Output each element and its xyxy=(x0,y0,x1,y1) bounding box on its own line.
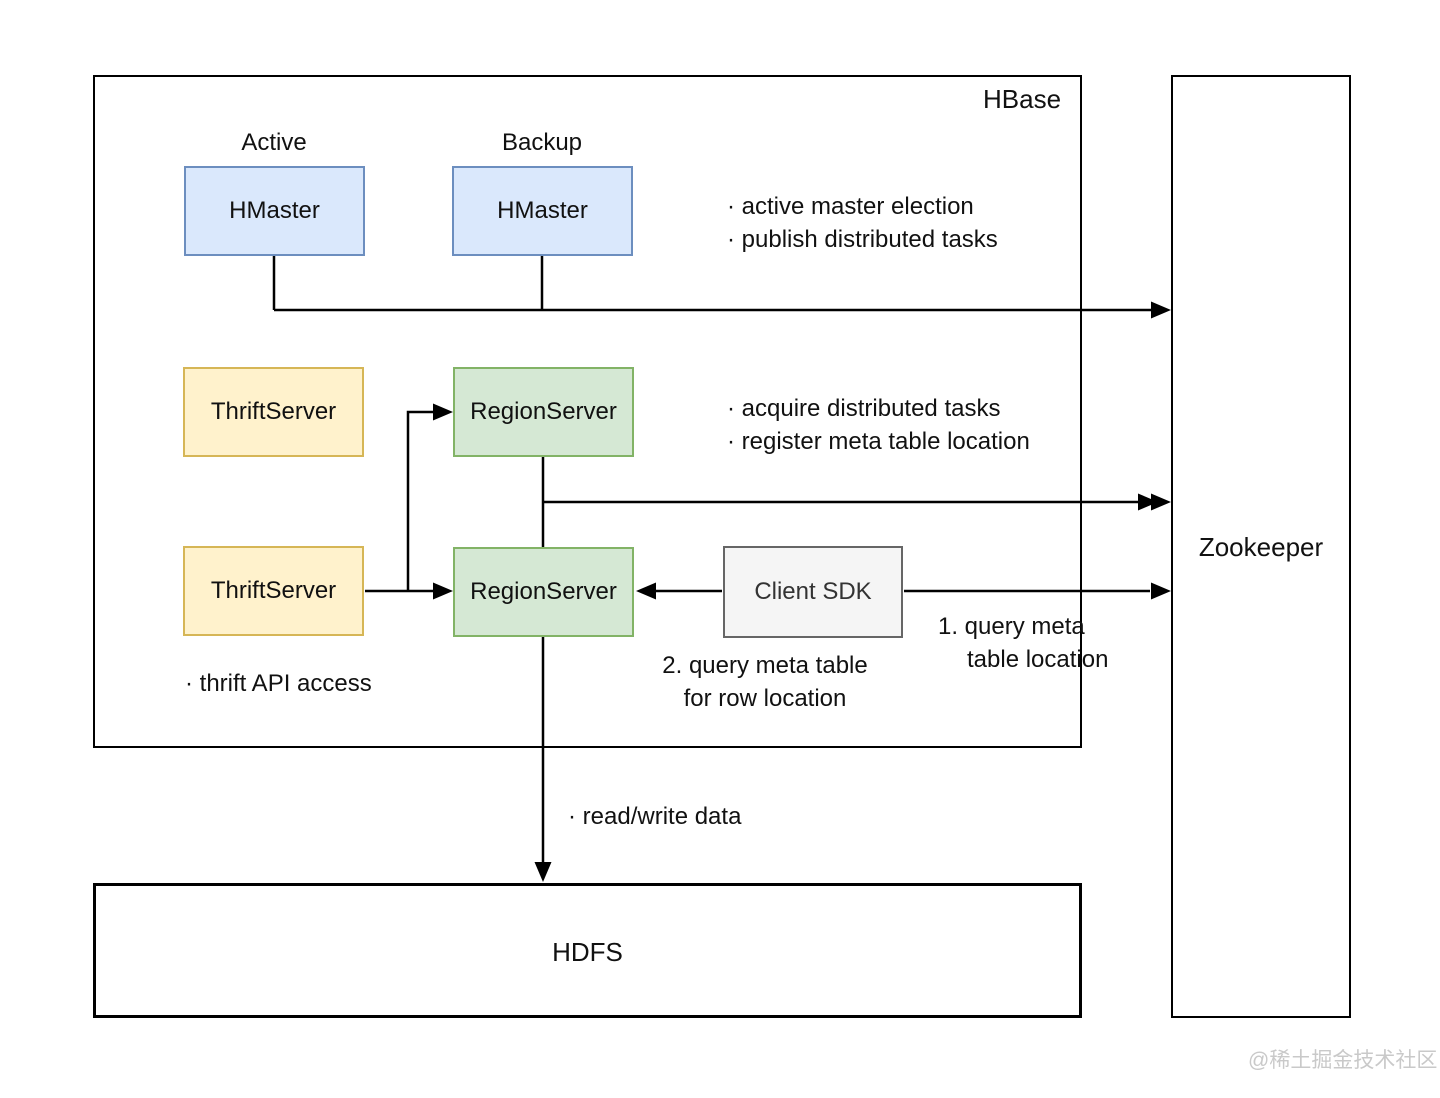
hmaster-to-zookeeper-line xyxy=(272,256,1153,312)
region-tasks-line1: · acquire distributed tasks xyxy=(727,395,1001,422)
zookeeper-container xyxy=(1171,75,1351,1018)
thriftserver-to-regionservers-line xyxy=(365,410,437,593)
thriftserver-2-node: ThriftServer xyxy=(183,546,364,636)
regionserver-2-node: RegionServer xyxy=(453,547,634,637)
hmaster-active-label: HMaster xyxy=(229,197,320,224)
master-tasks-line1: · active master election xyxy=(727,193,974,220)
thrift-api-annotation: · thrift API access xyxy=(185,670,372,697)
read-write-annotation: · read/write data xyxy=(568,803,742,830)
arrowhead-hdfs xyxy=(534,862,552,882)
client-sdk-label: Client SDK xyxy=(754,578,872,605)
query-meta-1-line2: table location xyxy=(967,646,1109,673)
backup-label: Backup xyxy=(501,129,583,156)
thriftserver-2-label: ThriftServer xyxy=(210,577,337,604)
thriftserver-1-node: ThriftServer xyxy=(183,367,364,457)
region-tasks-annotation: · acquire distributed tasks · register m… xyxy=(727,392,1030,458)
arrowhead-regionserver2-right xyxy=(636,582,656,600)
regionserver-1-node: RegionServer xyxy=(453,367,634,457)
hbase-label: HBase xyxy=(983,84,1062,114)
zookeeper-label: Zookeeper xyxy=(1198,532,1324,562)
arrowhead-regionserver1 xyxy=(433,403,453,421)
client-sdk-node: Client SDK xyxy=(723,546,903,638)
query-meta-2-annotation: 2. query meta table for row location xyxy=(645,649,885,715)
hmaster-backup-label: HMaster xyxy=(497,197,588,224)
regionserver-1-label: RegionServer xyxy=(470,398,617,425)
hbase-container xyxy=(93,75,1082,748)
arrowhead-zookeeper-top xyxy=(1151,301,1171,319)
hdfs-container xyxy=(93,883,1082,1018)
master-tasks-annotation: · active master election · publish distr… xyxy=(727,190,998,256)
hmaster-active-node: HMaster xyxy=(184,166,365,256)
master-tasks-line2: · publish distributed tasks xyxy=(727,226,998,253)
regionserver-2-label: RegionServer xyxy=(470,578,617,605)
arrowhead-zookeeper-middle xyxy=(1151,493,1171,511)
hmaster-backup-node: HMaster xyxy=(452,166,633,256)
arrowhead-zookeeper-bottom xyxy=(1151,582,1171,600)
query-meta-1-line1: 1. query meta xyxy=(938,613,1085,640)
thriftserver-1-label: ThriftServer xyxy=(210,398,337,425)
query-meta-2-line2: for row location xyxy=(683,685,847,712)
hdfs-label: HDFS xyxy=(552,937,623,967)
watermark: @稀土掘金技术社区 xyxy=(1248,1049,1438,1072)
query-meta-1-annotation: 1. query meta table location xyxy=(938,610,1108,676)
query-meta-2-line1: 2. query meta table xyxy=(662,652,868,679)
arrowhead-regionserver2-left xyxy=(433,582,453,600)
region-tasks-line2: · register meta table location xyxy=(727,428,1030,455)
arrowhead-zookeeper-middle-2 xyxy=(1138,493,1158,511)
active-label: Active xyxy=(241,129,307,156)
